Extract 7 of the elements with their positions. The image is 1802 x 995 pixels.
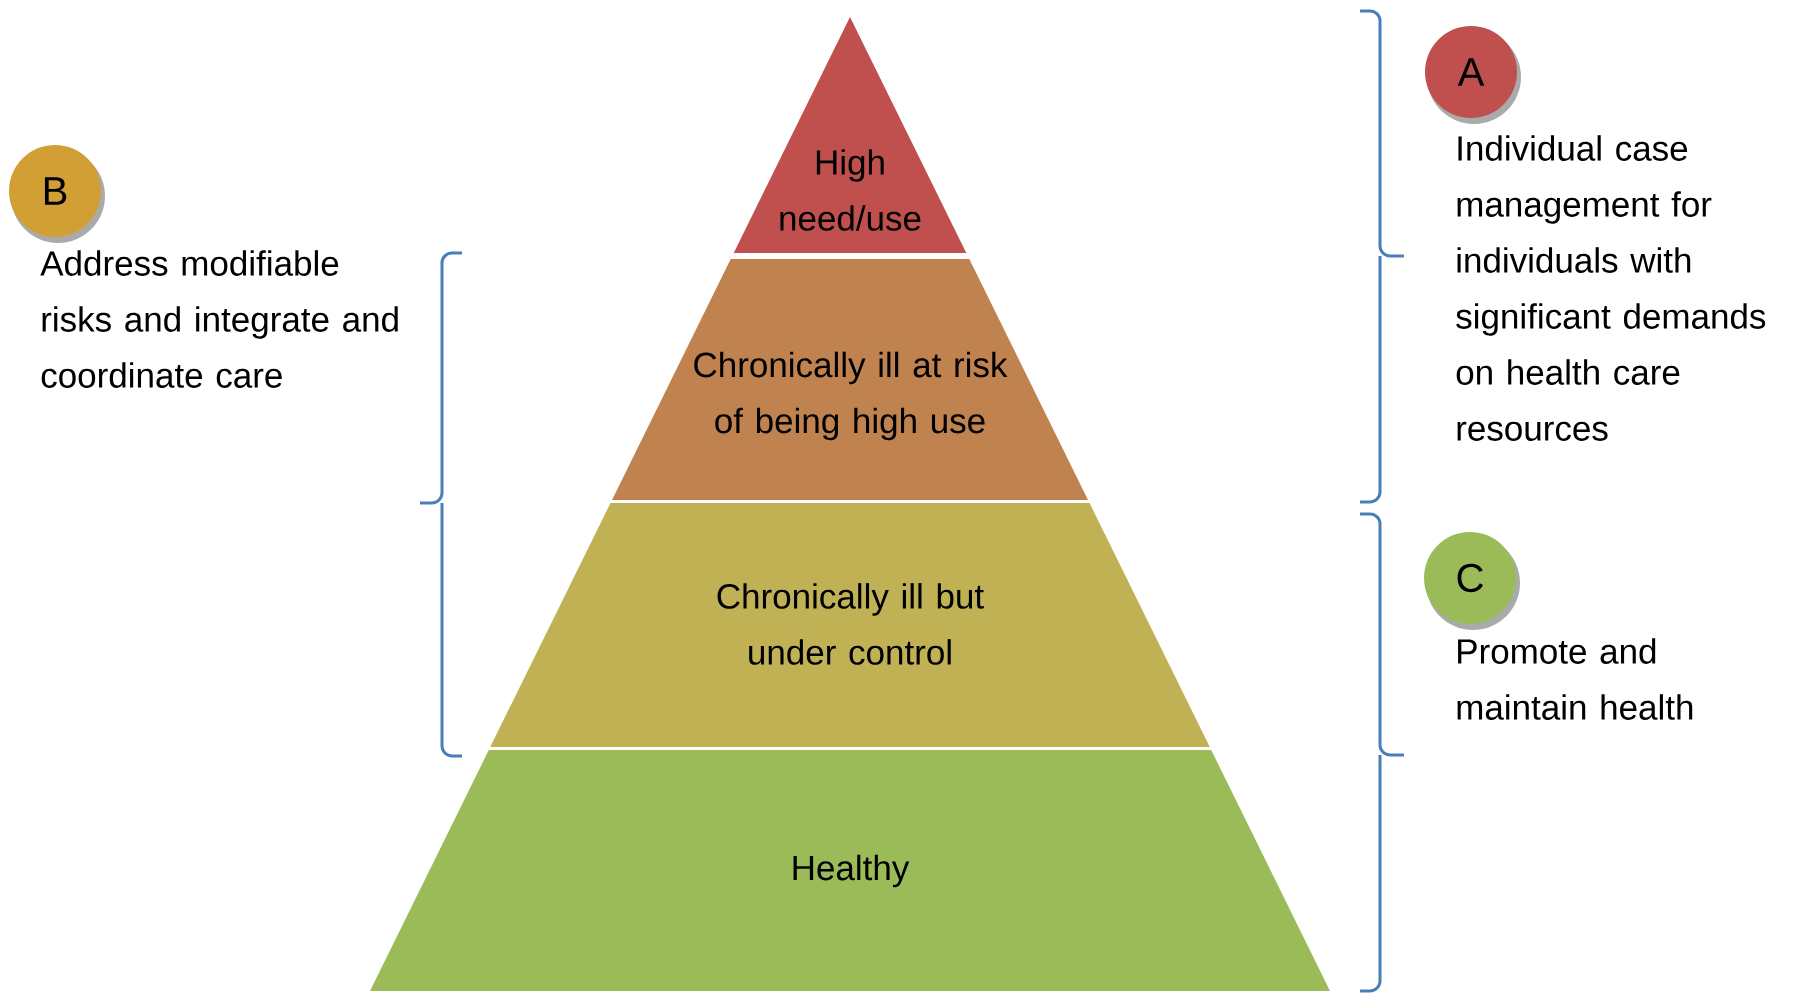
pyramid-band: Healthy (370, 750, 1330, 991)
description-text: Individual case management for individuals with significant demands on health care resources (1456, 135, 1766, 441)
description-text: Promote and maintain health (1457, 638, 1693, 720)
pyramid-band: High need/use (733, 17, 967, 253)
pyramid-band: Chronically ill at risk of being high use (612, 259, 1088, 500)
description-text: Address modifiable risks and integrate and coordinate care (40, 250, 398, 388)
pyramid-band: Chronically ill but under control (490, 503, 1210, 747)
